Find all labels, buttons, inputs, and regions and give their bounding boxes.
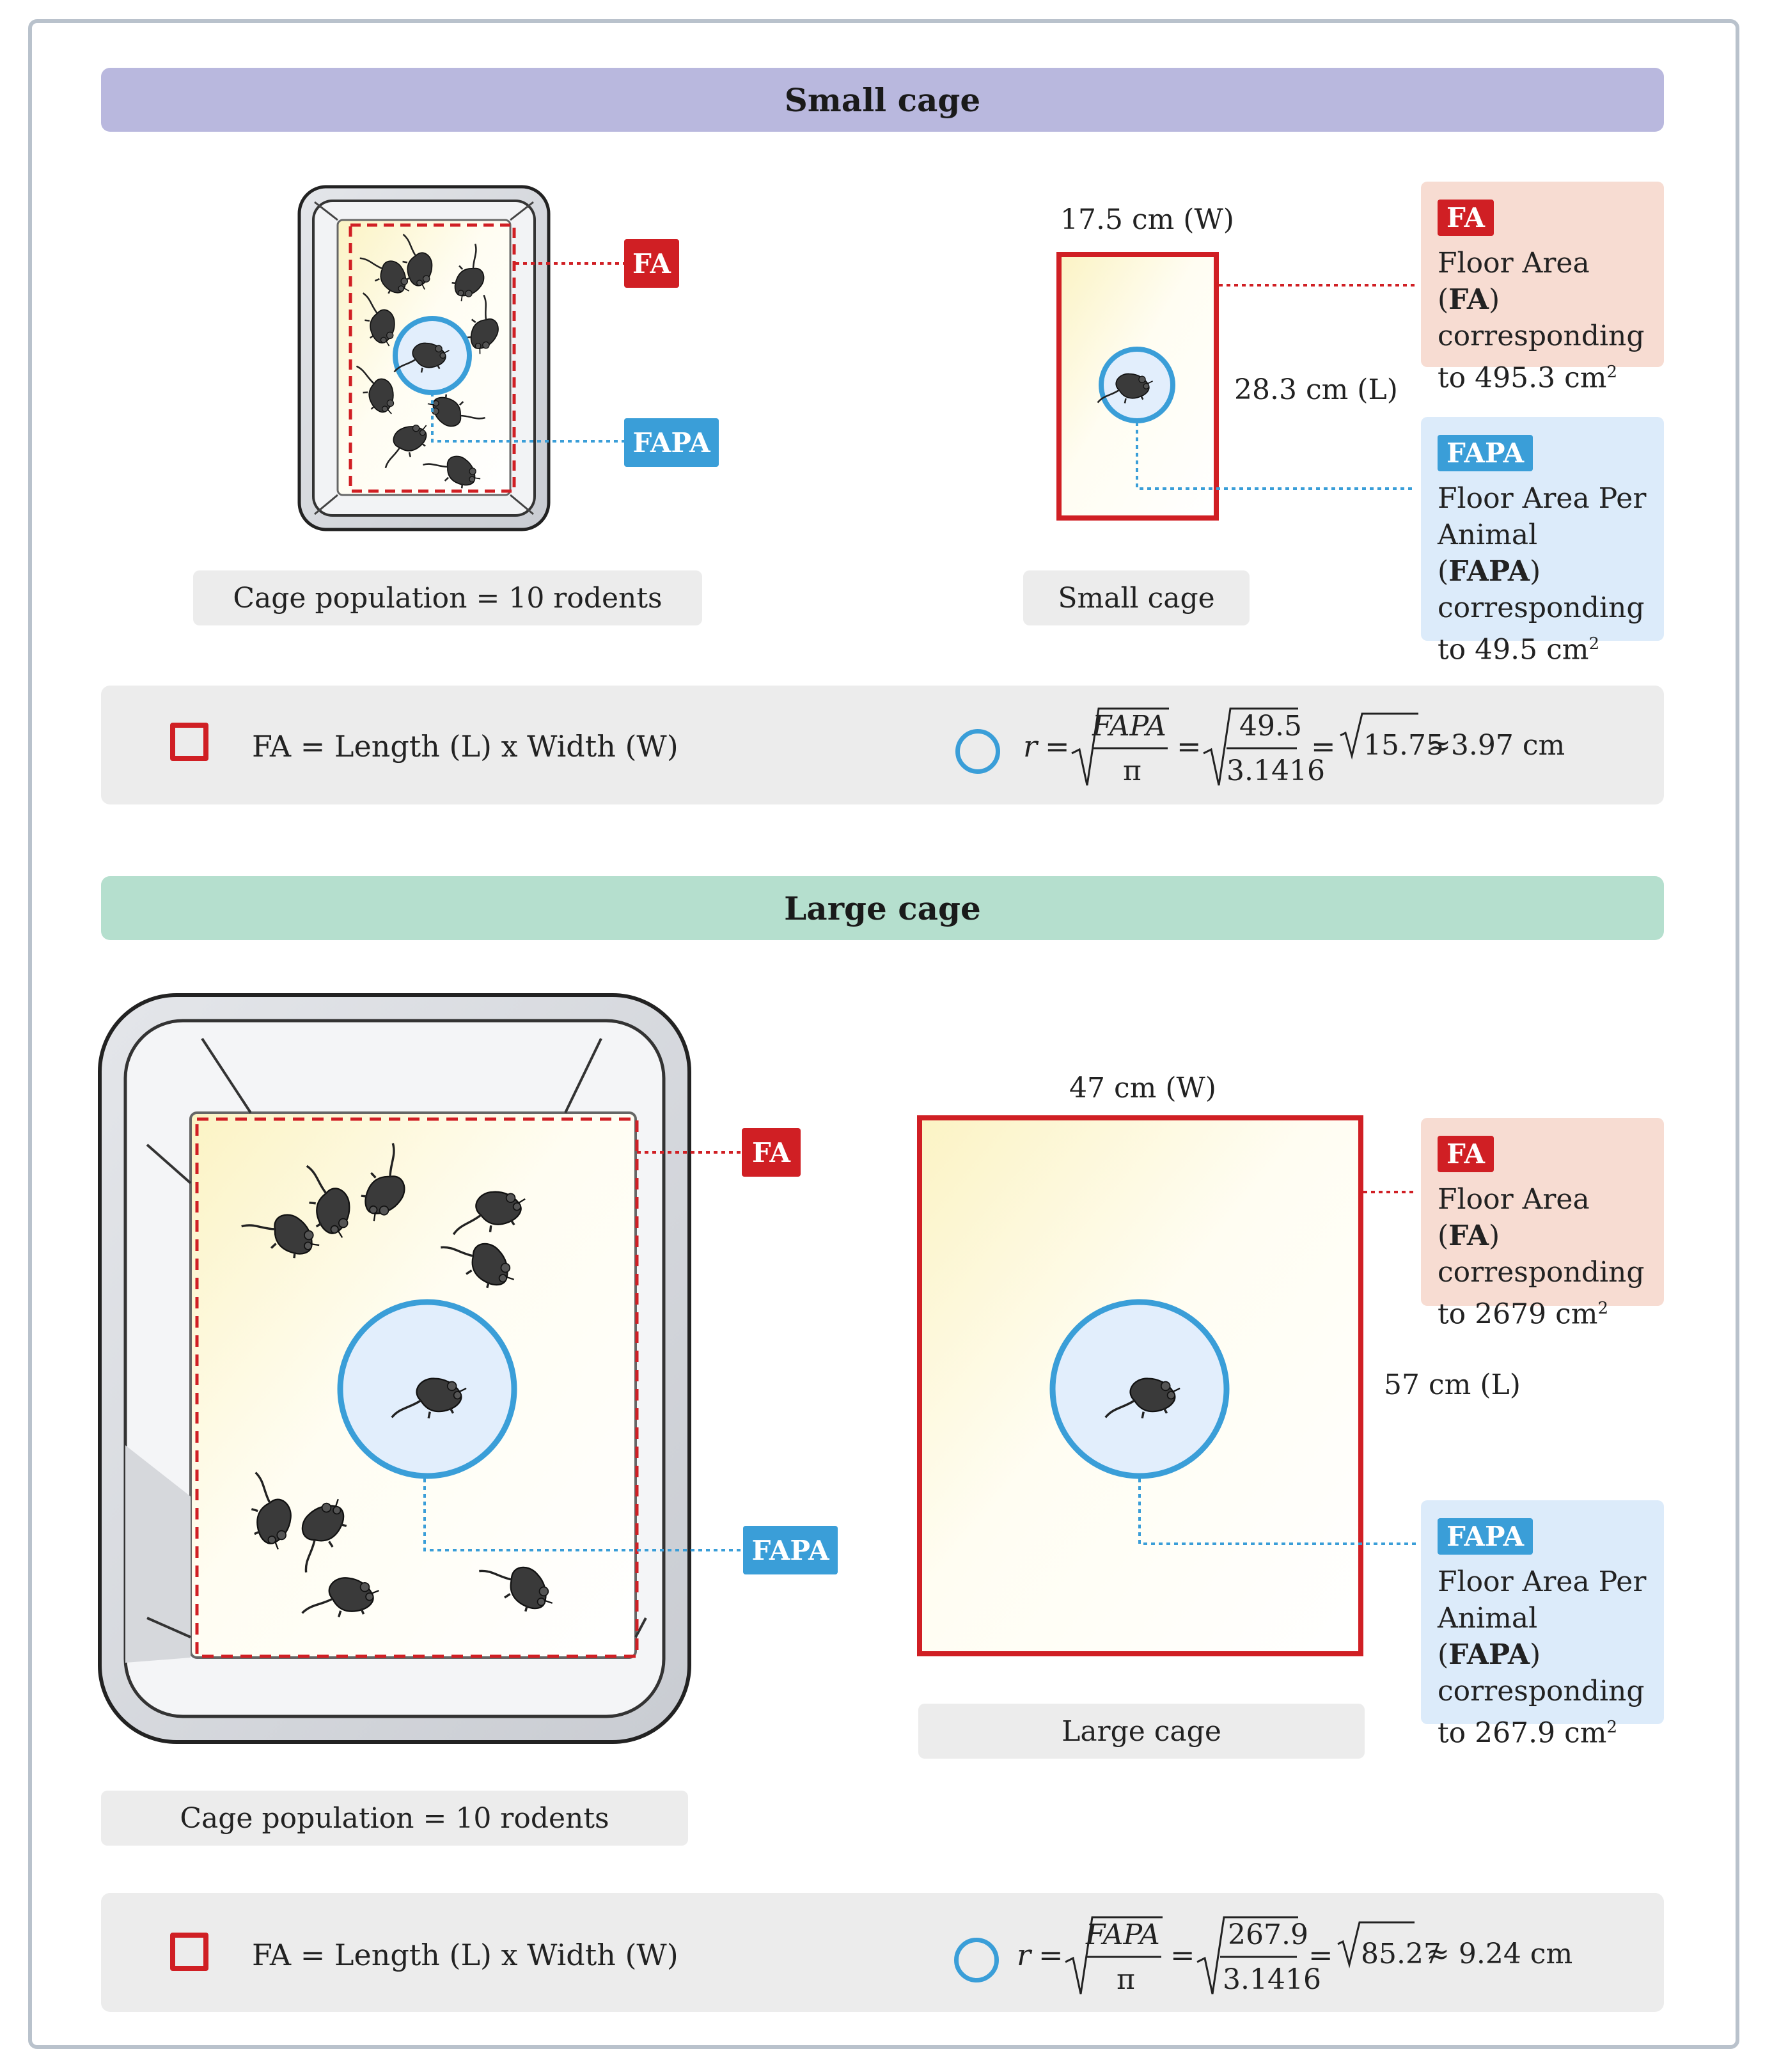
- small-fapa-tag: FAPA: [624, 418, 719, 467]
- small-cage-illustration: [297, 185, 551, 531]
- large-r-formula: r = FAPA π = 267.9 3.1416 = 85.27 ≈ 9.24…: [1017, 1912, 1580, 2002]
- small-fa-info-box: FA Floor Area (FA) corresponding to 495.…: [1421, 182, 1664, 395]
- small-fa-box-text: Floor Area (FA) corresponding to 495.3 c…: [1438, 247, 1645, 395]
- small-cage-schematic: [1056, 252, 1219, 521]
- circle-symbol-icon: [955, 729, 1000, 774]
- large-width-label: 47 cm (W): [1069, 1072, 1216, 1104]
- large-cage-banner: Large cage: [101, 876, 1664, 940]
- large-fa-info-box: FA Floor Area (FA) corresponding to 2679…: [1421, 1118, 1664, 1331]
- large-formula-bar: [101, 1893, 1664, 2012]
- large-fapa-info-box: FAPA Floor Area Per Animal (FAPA) corres…: [1421, 1500, 1664, 1750]
- large-population-label: Cage population = 10 rodents: [101, 1791, 688, 1846]
- small-formula-bar: [101, 686, 1664, 804]
- large-cage-illustration: [98, 993, 691, 1744]
- large-fa-box-text: Floor Area (FA) corresponding to 2679 cm…: [1438, 1183, 1645, 1331]
- large-cage-label: Large cage: [918, 1704, 1365, 1759]
- small-cage-label: Small cage: [1023, 570, 1250, 625]
- small-r-formula: r = FAPA π = 49.5 3.1416 = 15.75 ≈3.97 c…: [1023, 703, 1573, 793]
- large-length-label: 57 cm (L): [1384, 1369, 1521, 1401]
- large-fapa-box-text: Floor Area Per Animal (FAPA) correspondi…: [1438, 1566, 1647, 1750]
- small-sqrt-signs: [1071, 707, 1418, 786]
- small-width-label: 17.5 cm (W): [1060, 203, 1234, 236]
- square-symbol-icon: [170, 723, 208, 761]
- small-cage-banner: Small cage: [101, 68, 1664, 132]
- large-fa-formula: FA = Length (L) x Width (W): [252, 1938, 678, 1972]
- figure-frame: [28, 19, 1739, 2049]
- small-fa-formula: FA = Length (L) x Width (W): [252, 729, 678, 764]
- large-fa-box-tag: FA: [1438, 1136, 1494, 1172]
- large-cage-title: Large cage: [784, 889, 981, 927]
- square-symbol-icon: [170, 1933, 208, 1971]
- small-fa-box-tag: FA: [1438, 200, 1494, 236]
- small-cage-title: Small cage: [784, 81, 981, 119]
- large-fapa-box-tag: FAPA: [1438, 1518, 1533, 1555]
- small-fa-tag: FA: [624, 239, 679, 288]
- small-fapa-box-tag: FAPA: [1438, 435, 1533, 471]
- small-population-label: Cage population = 10 rodents: [193, 570, 702, 625]
- small-length-label: 28.3 cm (L): [1234, 373, 1398, 406]
- large-fa-tag: FA: [742, 1128, 801, 1177]
- large-sqrt-signs: [1065, 1916, 1415, 1995]
- circle-symbol-icon: [954, 1938, 999, 1982]
- large-cage-schematic: [917, 1115, 1363, 1656]
- large-fapa-tag: FAPA: [743, 1526, 838, 1574]
- small-fapa-info-box: FAPA Floor Area Per Animal (FAPA) corres…: [1421, 417, 1664, 666]
- small-fapa-box-text: Floor Area Per Animal (FAPA) correspondi…: [1438, 482, 1647, 666]
